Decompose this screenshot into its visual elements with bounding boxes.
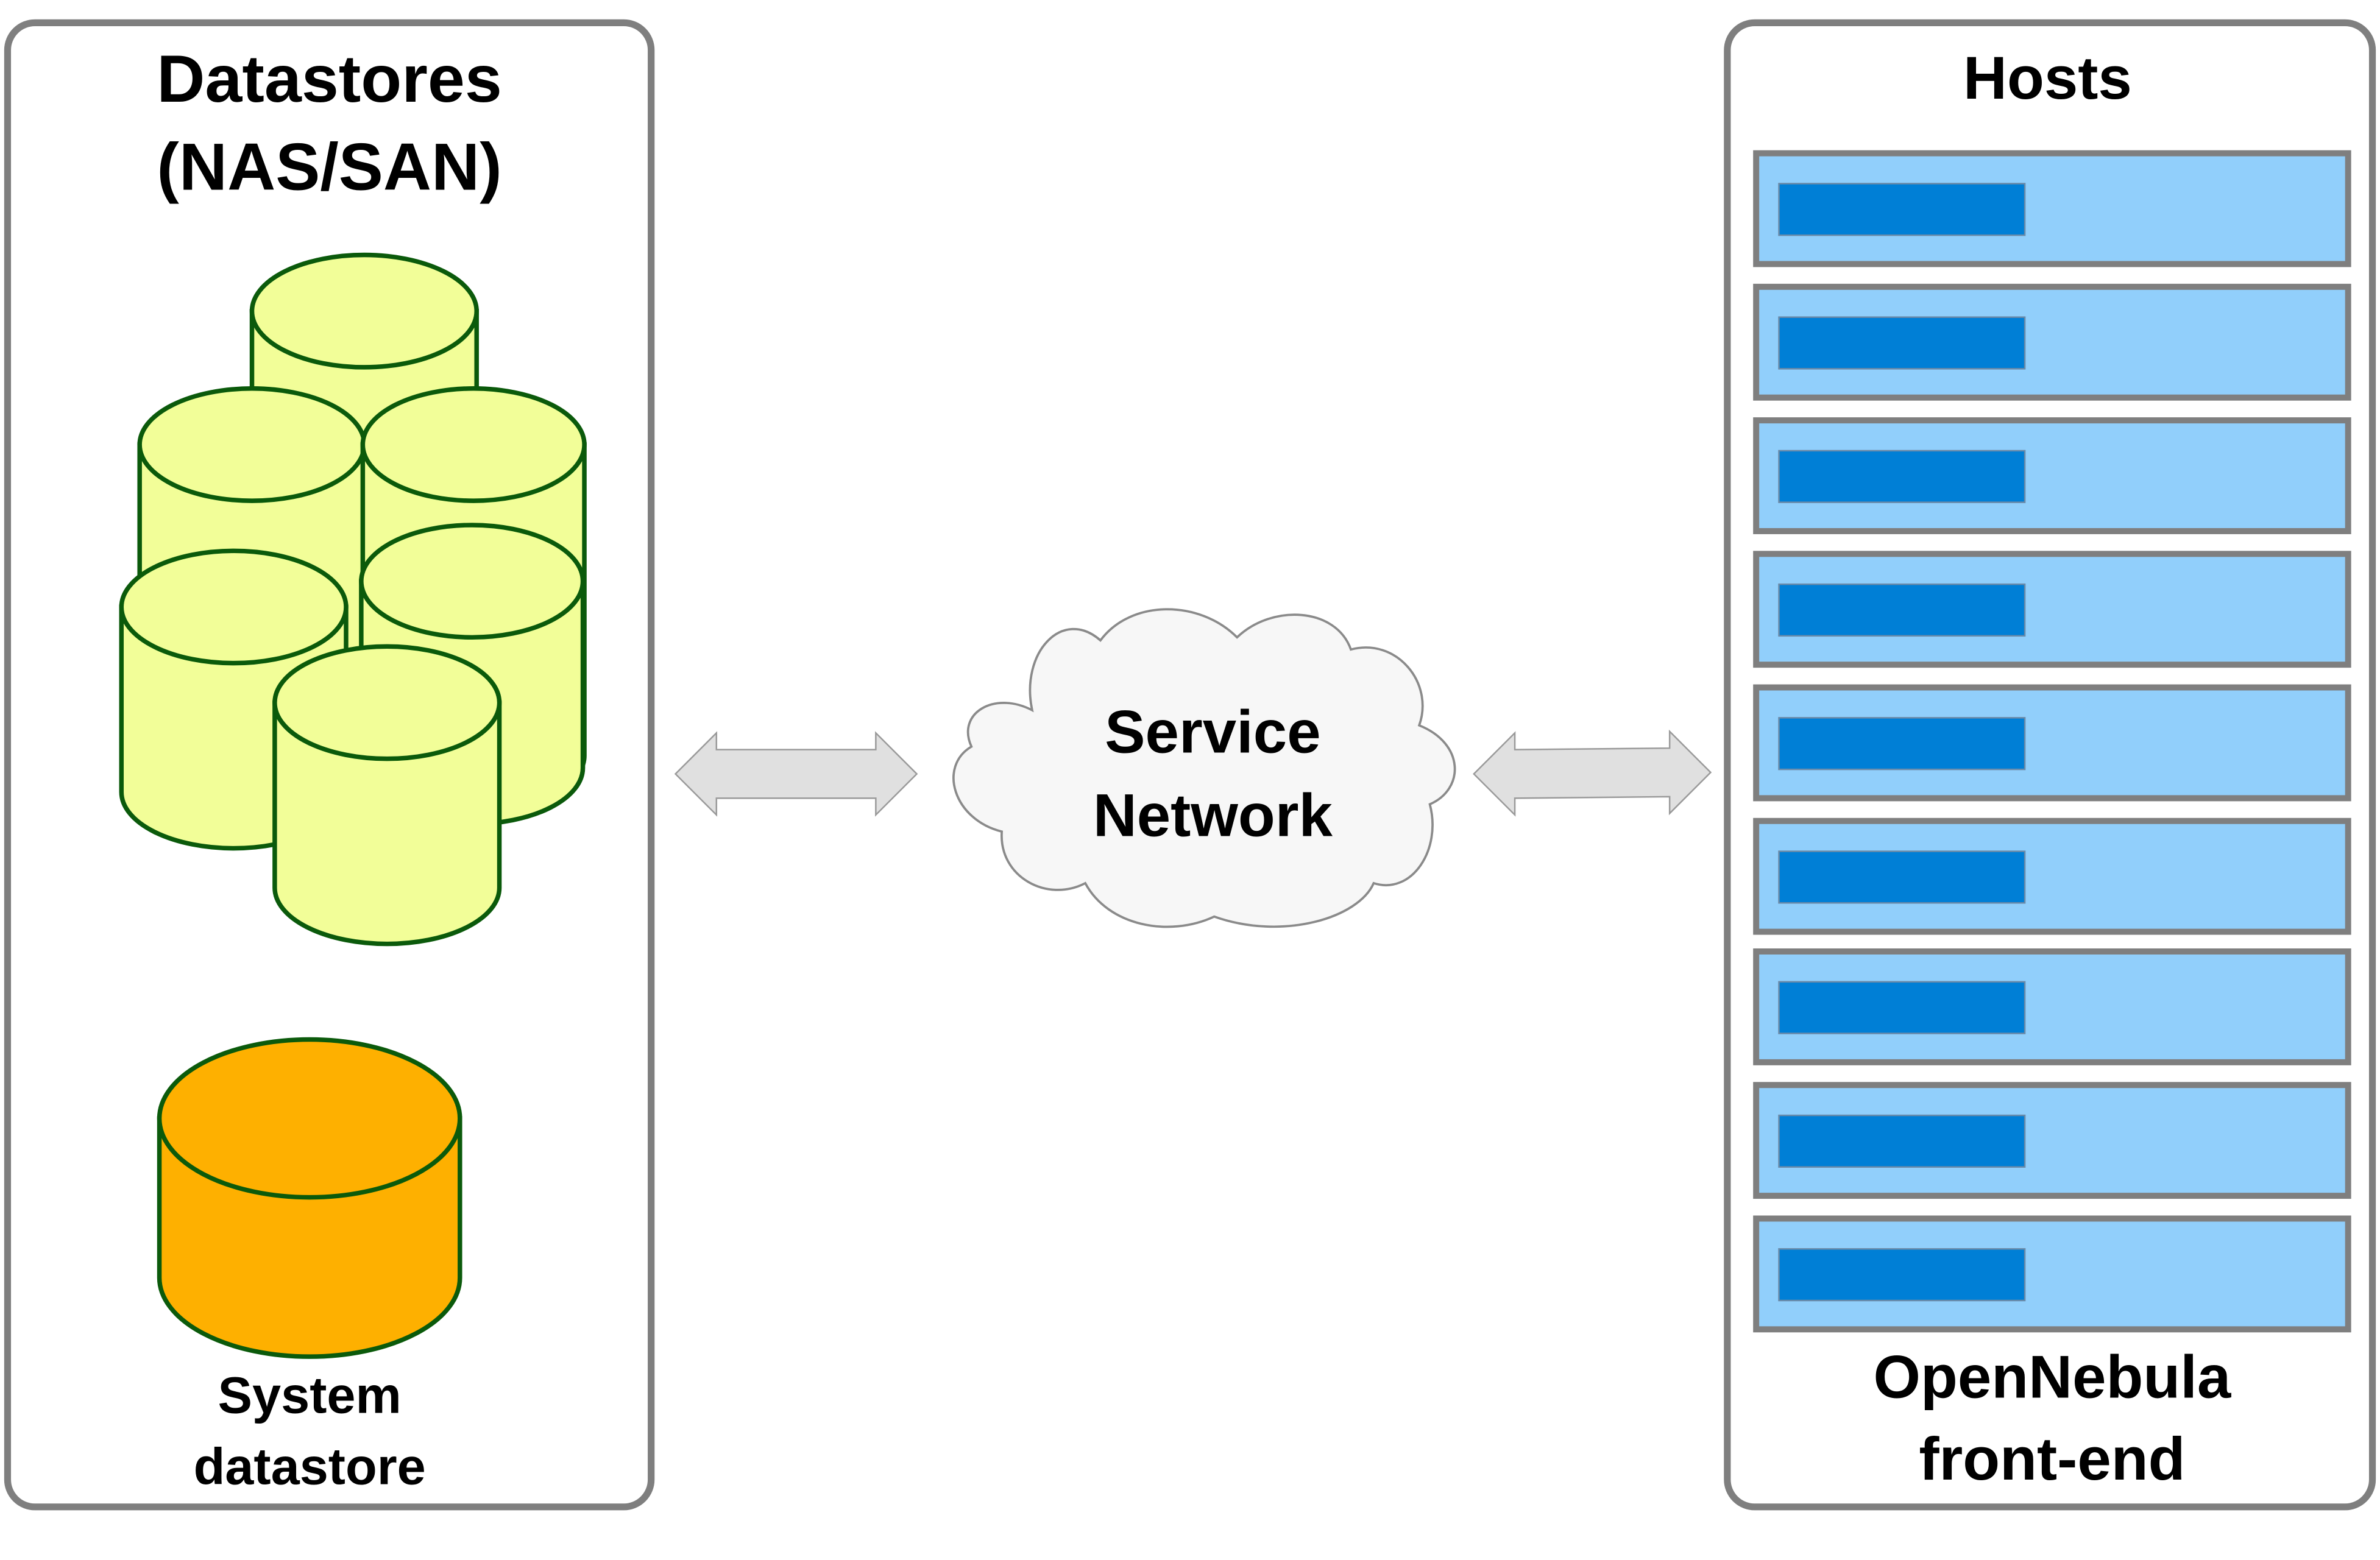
host-row xyxy=(1753,684,2351,802)
server-bay-icon xyxy=(1778,1248,2026,1302)
host-row xyxy=(1753,1082,2351,1199)
server-bay-icon xyxy=(1778,316,2026,370)
server-bay-icon xyxy=(1778,717,2026,771)
datastores-subtitle: (NAS/SAN) xyxy=(157,130,501,204)
service-network-cloud: Service Network xyxy=(952,608,1456,928)
host-row xyxy=(1753,283,2351,401)
frontend-label-line2: front-end xyxy=(1919,1425,2185,1493)
image-datastore-icon-3-top xyxy=(360,386,587,503)
host-row xyxy=(1753,948,2351,1065)
service-network-label-line2: Network xyxy=(1093,782,1333,850)
host-row xyxy=(1753,817,2351,935)
hosts-title: Hosts xyxy=(1963,44,2132,112)
server-bay-icon xyxy=(1778,183,2026,236)
frontend-label-line1: OpenNebula xyxy=(1874,1343,2232,1411)
host-list xyxy=(1753,150,2351,1333)
system-datastore-cylinder-icon xyxy=(157,1037,462,1359)
image-datastores-group xyxy=(119,252,587,947)
server-bay-icon xyxy=(1778,450,2026,503)
cloud-icon xyxy=(952,608,1456,928)
system-datastore-label-line1: System xyxy=(218,1366,402,1424)
server-bay-icon xyxy=(1778,981,2026,1034)
image-datastore-icon-2-top xyxy=(137,386,367,503)
bidirectional-arrow-left-icon xyxy=(674,731,918,817)
server-bay-icon xyxy=(1778,583,2026,637)
system-datastore-cylinder-icon-top xyxy=(157,1037,462,1200)
host-row xyxy=(1753,150,2351,267)
server-bay-icon xyxy=(1778,850,2026,904)
image-datastore-icon-6-top xyxy=(272,644,502,761)
system-datastore-icon xyxy=(157,1037,462,1359)
system-datastore-label-line2: datastore xyxy=(194,1437,426,1495)
host-row xyxy=(1753,1215,2351,1333)
bidirectional-arrow-right-icon xyxy=(1473,729,1712,817)
server-bay-icon xyxy=(1778,1114,2026,1168)
image-datastore-icon-4-top xyxy=(359,523,586,640)
image-datastore-icon-1-top xyxy=(249,252,479,370)
service-network-label-line1: Service xyxy=(1105,699,1321,766)
host-row xyxy=(1753,417,2351,534)
datastores-title: Datastores xyxy=(157,42,502,116)
image-datastore-icon-5-top xyxy=(119,548,349,666)
image-datastore-icon-6 xyxy=(272,644,502,947)
hosts-panel: Hosts OpenNebula front-end xyxy=(1724,19,2376,1511)
datastores-panel: Datastores (NAS/SAN) System datastore xyxy=(4,19,655,1511)
host-row xyxy=(1753,551,2351,668)
image-datastore-icon-6-body xyxy=(272,700,502,947)
